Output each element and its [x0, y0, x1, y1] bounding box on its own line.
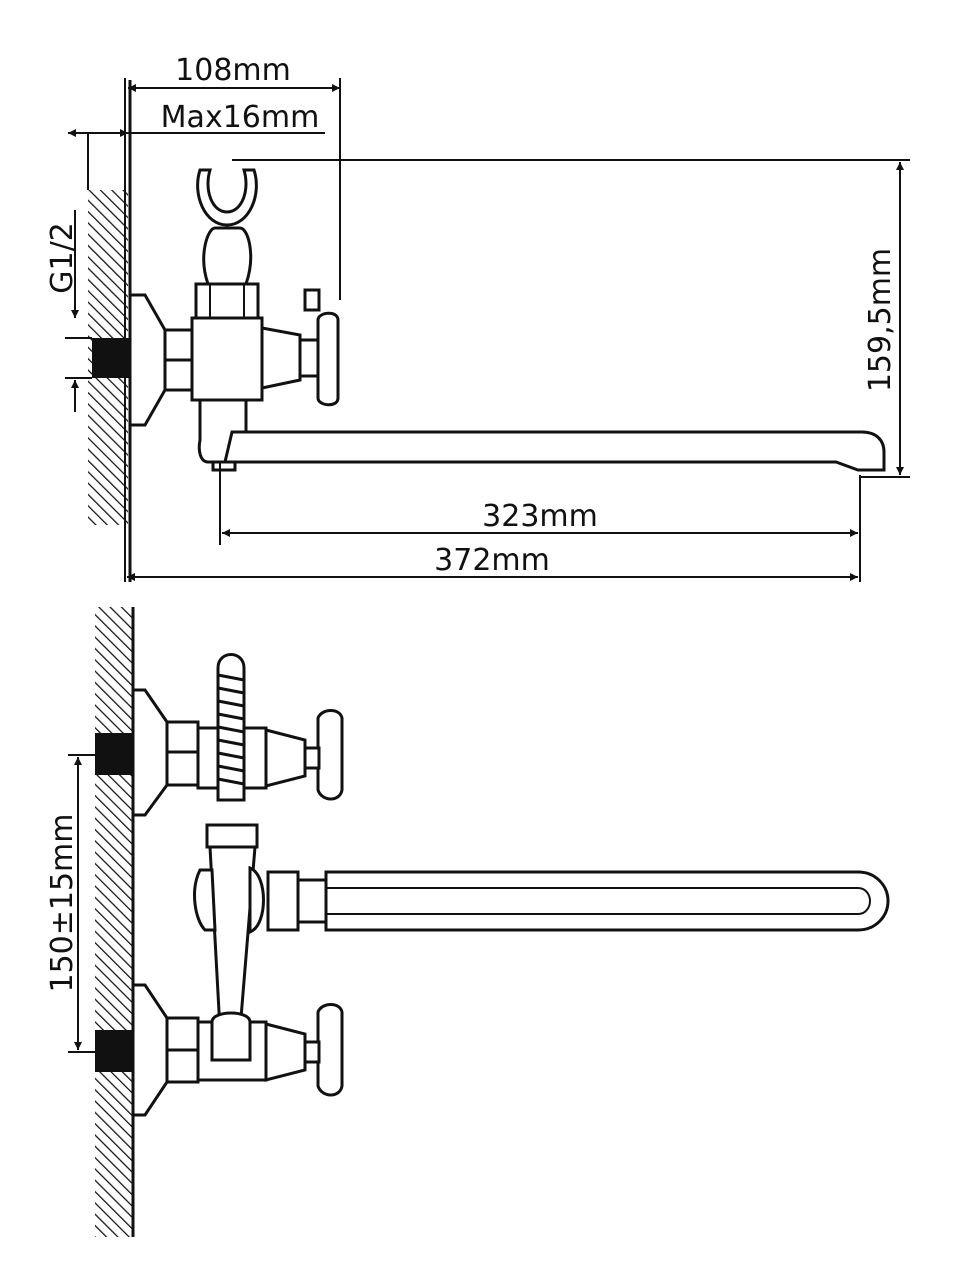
lower-connector [210, 1011, 252, 1062]
valve-body [190, 316, 264, 402]
handle-cone-upper [264, 728, 307, 788]
dim-max-offset: Max16mm [161, 100, 320, 135]
flange [128, 293, 167, 427]
handle-cone-lower [264, 1022, 307, 1082]
handle-cone [260, 326, 302, 390]
dim-height: 159,5mm [863, 248, 898, 392]
diverter [205, 823, 259, 849]
dim-center-distance: 150±15mm [45, 813, 80, 992]
dim-thread: G1/2 [45, 222, 80, 294]
dim-total-length: 372mm [434, 543, 550, 578]
side-view: 108mm Max16mm G1/2 159,5mm 323mm 372mm [45, 53, 910, 582]
dim-overall-depth: 108mm [175, 53, 291, 88]
flange-upper [131, 688, 169, 817]
flange-lower [131, 983, 169, 1117]
swivel-right [248, 865, 265, 935]
wall-hatch-front [95, 607, 133, 1237]
wall-pipe [92, 338, 130, 378]
nut-lower [165, 1016, 200, 1084]
wall-pipe-upper [95, 733, 133, 775]
handle-wheel [316, 311, 340, 407]
swivel-left [193, 868, 217, 932]
spout-front [324, 870, 890, 932]
front-view: 150±15mm [45, 607, 890, 1237]
nut-upper [165, 720, 200, 787]
central-column [208, 845, 257, 1032]
eccentric-nut [163, 328, 194, 392]
top-nut [194, 282, 260, 320]
holder-stem [202, 226, 253, 286]
handle-stem [298, 338, 320, 378]
handle-wheel-upper [316, 709, 344, 801]
handle-wheel-lower [316, 1003, 344, 1097]
spout [223, 430, 886, 472]
shower-holder [196, 168, 258, 227]
handle-tab [303, 288, 321, 312]
dim-spout-reach: 323mm [482, 499, 598, 534]
wall-pipe-lower [95, 1030, 133, 1072]
